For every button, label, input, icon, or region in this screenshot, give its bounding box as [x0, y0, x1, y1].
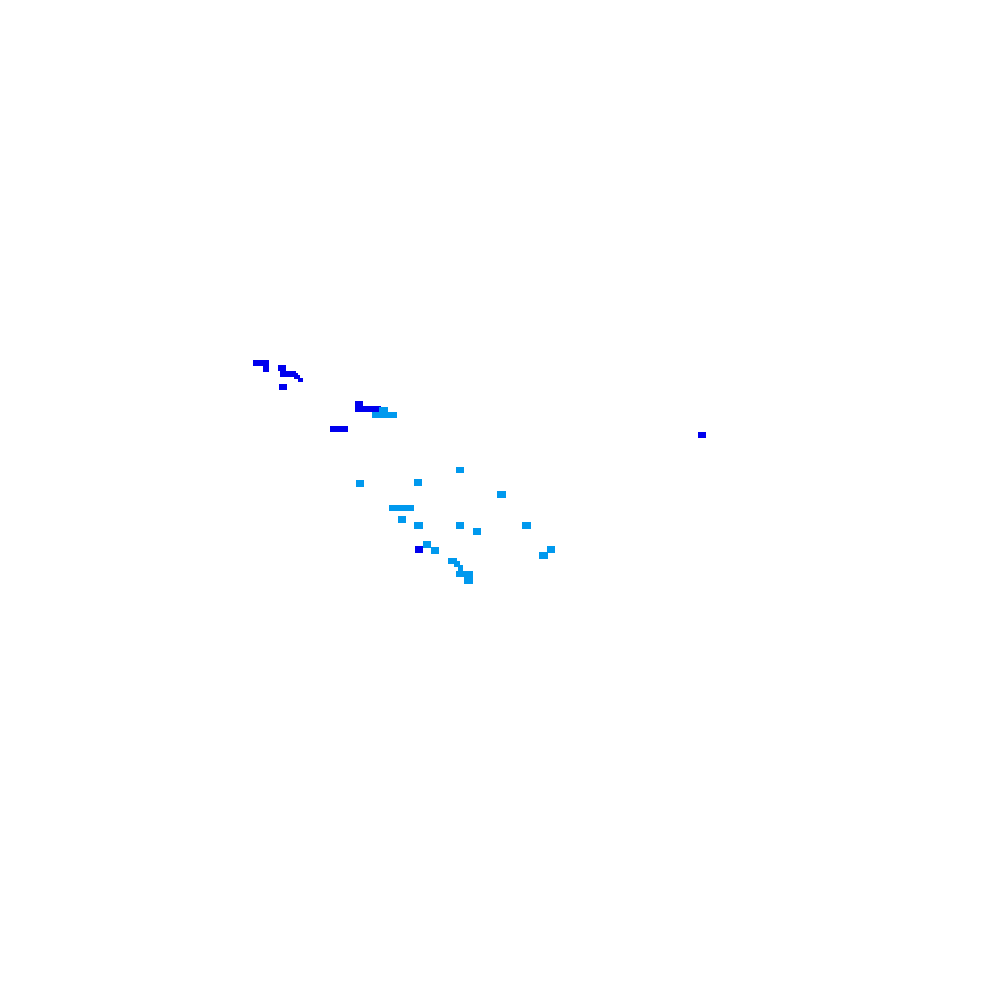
light-blue-pixel-9	[456, 522, 464, 529]
light-blue-pixel-6	[389, 505, 414, 511]
dark-blue-pixel-2	[278, 365, 286, 371]
light-blue-pixel-3	[356, 480, 364, 487]
light-blue-pixel-5	[497, 491, 506, 498]
light-blue-pixel-12	[423, 541, 431, 548]
dark-blue-pixel-11	[698, 432, 706, 438]
dark-blue-pixel-0	[253, 360, 269, 366]
light-blue-pixel-10	[522, 522, 531, 529]
dark-blue-regions	[253, 360, 706, 553]
light-blue-pixel-17	[454, 561, 460, 567]
light-blue-pixel-18	[458, 565, 463, 571]
dark-blue-pixel-6	[298, 378, 303, 382]
light-blue-regions	[356, 407, 555, 584]
dark-blue-pixel-7	[279, 384, 287, 390]
light-blue-pixel-15	[539, 552, 548, 559]
dark-blue-pixel-1	[263, 360, 269, 372]
light-blue-pixel-2	[456, 467, 464, 473]
light-blue-pixel-14	[547, 546, 555, 553]
light-blue-pixel-13	[431, 547, 439, 554]
dark-blue-pixel-10	[330, 426, 348, 432]
light-blue-pixel-1	[379, 407, 388, 414]
light-blue-pixel-7	[398, 516, 406, 523]
light-blue-pixel-8	[414, 522, 423, 529]
dark-blue-pixel-9	[355, 406, 381, 412]
light-blue-pixel-20	[464, 571, 473, 584]
light-blue-pixel-4	[414, 479, 422, 486]
light-blue-pixel-11	[473, 528, 481, 535]
light-blue-pixel-0	[372, 412, 397, 418]
light-blue-pixel-16	[448, 558, 457, 564]
dark-blue-pixel-5	[294, 375, 300, 379]
dark-blue-pixel-12	[415, 546, 423, 553]
dark-blue-pixel-4	[288, 373, 298, 377]
